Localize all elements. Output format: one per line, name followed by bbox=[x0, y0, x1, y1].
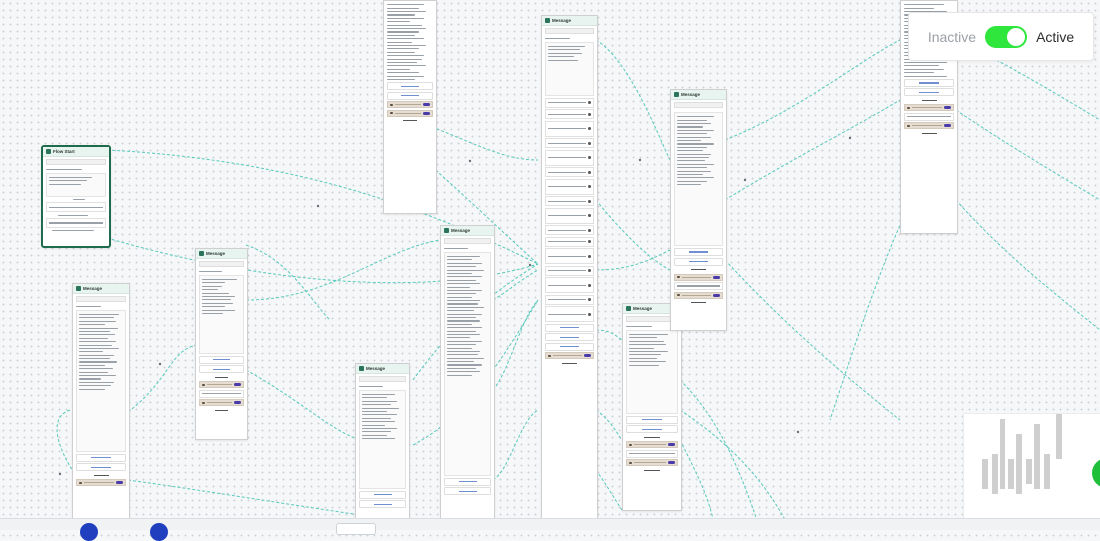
node-title: Message bbox=[366, 366, 386, 371]
flow-canvas[interactable]: Flow Start Message Message bbox=[0, 0, 1100, 529]
node-variable bbox=[199, 261, 244, 267]
flag-icon bbox=[46, 149, 51, 154]
node-title: Message bbox=[451, 228, 471, 233]
node-variable bbox=[359, 376, 406, 382]
node-variable bbox=[444, 238, 491, 244]
add-node-button[interactable] bbox=[1092, 458, 1100, 488]
chat-bubble-icon bbox=[444, 228, 449, 233]
chat-bubble-icon bbox=[674, 92, 679, 97]
chat-bubble-icon bbox=[359, 366, 364, 371]
toolbar-tab[interactable] bbox=[336, 523, 376, 535]
chat-bubble-icon bbox=[76, 286, 81, 291]
node-title: Message bbox=[633, 306, 653, 311]
node-title: Message bbox=[83, 286, 103, 291]
message-node[interactable]: Message bbox=[355, 363, 410, 521]
node-variable bbox=[46, 159, 106, 165]
flow-start-node[interactable]: Flow Start bbox=[41, 145, 111, 248]
bot-status-panel: Inactive Active bbox=[908, 12, 1094, 61]
node-title: Message bbox=[681, 92, 701, 97]
toolbar-circle-icon[interactable] bbox=[150, 523, 168, 541]
chat-bubble-icon bbox=[199, 251, 204, 256]
inactive-label: Inactive bbox=[927, 28, 977, 45]
node-variable bbox=[674, 102, 723, 108]
chat-bubble-icon bbox=[545, 18, 550, 23]
status-toggle-switch[interactable] bbox=[985, 25, 1028, 48]
active-label: Active bbox=[1036, 28, 1075, 45]
minimap[interactable] bbox=[963, 413, 1100, 519]
message-node[interactable]: Message bbox=[670, 89, 727, 331]
node-title: Message bbox=[206, 251, 226, 256]
node-variable bbox=[76, 296, 126, 302]
message-node[interactable]: Message bbox=[541, 15, 598, 521]
chat-bubble-icon bbox=[626, 306, 631, 311]
message-node[interactable]: Message bbox=[440, 225, 495, 521]
node-title: Flow Start bbox=[53, 149, 75, 154]
message-node[interactable]: Message bbox=[195, 248, 248, 440]
node-variable bbox=[545, 28, 594, 34]
node-title: Message bbox=[552, 18, 572, 23]
message-node[interactable]: Message bbox=[622, 303, 682, 511]
bottom-toolbar bbox=[0, 518, 1100, 541]
message-node[interactable] bbox=[383, 0, 437, 214]
toolbar-circle-icon[interactable] bbox=[80, 523, 98, 541]
toggle-knob bbox=[1007, 27, 1026, 46]
message-node[interactable]: Message bbox=[72, 283, 130, 521]
